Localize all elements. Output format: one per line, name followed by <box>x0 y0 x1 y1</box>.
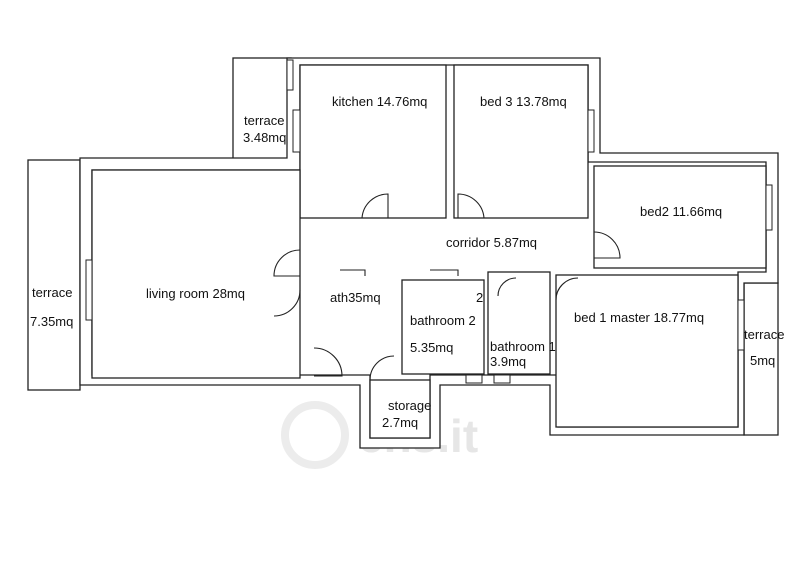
door-bed2 <box>593 231 621 259</box>
label-terrace-right-name: terrace <box>744 327 784 342</box>
label-bath-partial: ath35mq <box>330 290 381 305</box>
label-bath2-partial: 2 <box>476 290 483 305</box>
watermark-logo-icon <box>281 401 349 469</box>
label-bathroom1-name: bathroom 1 <box>490 339 556 354</box>
room-bed1 <box>555 274 739 428</box>
label-bathroom2-area: 5.35mq <box>410 340 453 355</box>
label-bed3: bed 3 13.78mq <box>480 94 567 109</box>
window-terrace-left <box>85 259 93 321</box>
window-bath-a <box>465 374 483 384</box>
terrace-left <box>27 159 81 391</box>
label-terrace-top-area: 3.48mq <box>243 130 286 145</box>
window-bed2 <box>765 184 773 231</box>
label-kitchen: kitchen 14.76mq <box>332 94 427 109</box>
label-bathroom2-name: bathroom 2 <box>410 313 476 328</box>
label-bathroom1-area: 3.9mq <box>490 354 526 369</box>
window-terrace-top <box>292 109 301 153</box>
door-bed3 <box>457 193 485 219</box>
window-top-kitchen <box>286 59 294 91</box>
room-bed3 <box>453 64 589 219</box>
label-bed2: bed2 11.66mq <box>640 204 722 219</box>
door-entrance <box>313 347 343 377</box>
room-bed2 <box>593 165 767 269</box>
window-bed3 <box>587 109 595 153</box>
room-living <box>91 169 301 379</box>
terrace-top <box>232 57 292 161</box>
label-terrace-left-area: 7.35mq <box>30 314 73 329</box>
label-living: living room 28mq <box>146 286 245 301</box>
room-bathroom2 <box>401 279 485 375</box>
label-bed1: bed 1 master 18.77mq <box>574 310 704 325</box>
room-kitchen <box>299 64 447 219</box>
room-storage <box>369 379 431 439</box>
label-storage-name: storage <box>388 398 431 413</box>
door-bathroom2 <box>340 269 459 276</box>
label-corridor: corridor 5.87mq <box>446 235 537 250</box>
door-bed1 <box>555 277 579 301</box>
label-terrace-top-name: terrace <box>244 113 284 128</box>
room-bathroom1 <box>487 271 551 375</box>
window-bath-b <box>493 374 511 384</box>
door-kitchen <box>361 193 389 219</box>
label-storage-area: 2.7mq <box>382 415 418 430</box>
door-storage <box>369 355 395 381</box>
label-terrace-right-area: 5mq <box>750 353 775 368</box>
doors <box>273 193 621 381</box>
door-living <box>273 249 301 317</box>
door-bathroom1 <box>497 277 517 297</box>
window-bed1 <box>737 299 745 351</box>
label-terrace-left-name: terrace <box>32 285 72 300</box>
